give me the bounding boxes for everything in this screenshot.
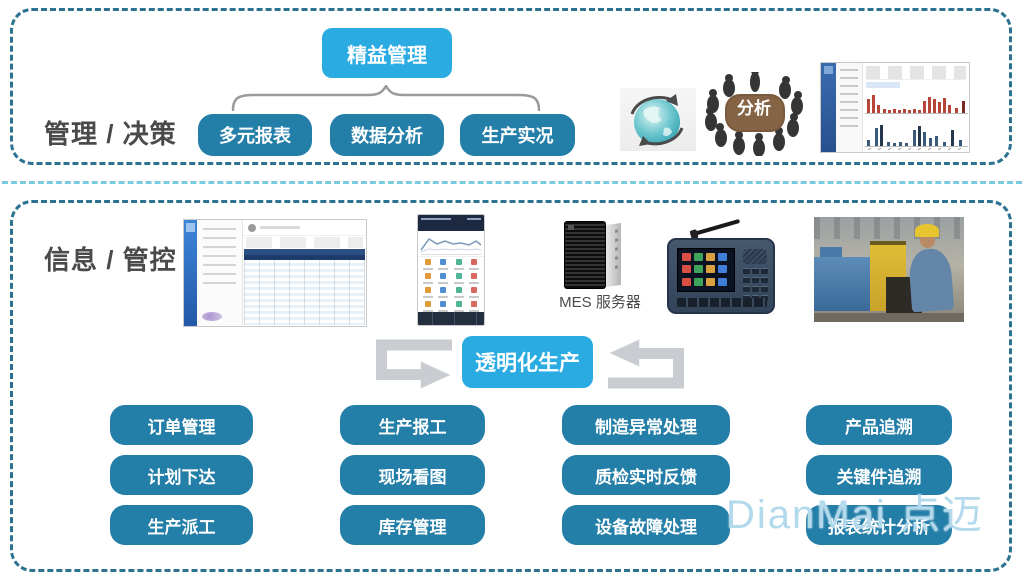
brace-connector: [231, 85, 541, 111]
mobile-app-icon-grid: [418, 257, 484, 315]
node-data-analysis: 数据分析: [330, 114, 444, 156]
terminal-antenna: [692, 218, 741, 236]
flow-arrow-left: [376, 339, 452, 389]
mes-desktop-software-screenshot: [183, 219, 367, 327]
shopfloor-terminal-image: [666, 216, 776, 316]
feature-report-statistics: 报表统计分析: [806, 505, 952, 545]
dashboard-sidebar: [821, 63, 836, 152]
dashboard-bar-chart-blue: [865, 125, 968, 151]
dashboard-nav-panel: [836, 63, 863, 152]
terminal-screen: [677, 248, 735, 292]
analysis-badge-label: 分析: [737, 99, 771, 118]
dashboard-content: [863, 63, 969, 152]
lean-management-node: 精益管理: [322, 28, 452, 78]
transparent-production-node: 透明化生产: [462, 336, 593, 388]
people-figures: [705, 72, 803, 156]
feature-production-dispatch: 生产派工: [110, 505, 253, 545]
terminal-function-keys: [677, 298, 767, 307]
feature-product-trace: 产品追溯: [806, 405, 952, 445]
mes-server-image: [558, 219, 628, 291]
feature-inventory-management: 库存管理: [340, 505, 485, 545]
flow-arrow-right: [608, 339, 684, 389]
section-label-management-decision: 管理 / 决策: [44, 119, 177, 149]
feature-column-trace: 产品追溯 关键件追溯 报表统计分析: [806, 405, 952, 545]
globe-image: [620, 88, 696, 151]
server-caption: MES 服务器: [559, 294, 641, 311]
feature-production-report: 生产报工: [340, 405, 485, 445]
feature-column-quality: 制造异常处理 质检实时反馈 设备故障处理: [562, 405, 730, 545]
node-production-live: 生产实况: [460, 114, 575, 156]
terminal-speaker: [743, 249, 767, 264]
feature-equipment-fault: 设备故障处理: [562, 505, 730, 545]
mobile-app-line-chart: [418, 231, 484, 257]
section-label-information-control: 信息 / 管控: [44, 245, 177, 275]
report-dashboard-screenshot: [820, 62, 970, 153]
terminal-keypad: [743, 268, 769, 302]
information-control-section-frame: [10, 200, 1012, 572]
feature-key-part-trace: 关键件追溯: [806, 455, 952, 495]
terminal-body: [667, 238, 775, 314]
factory-floor-photo: [814, 217, 964, 322]
mobile-app-header: [418, 215, 484, 231]
feature-column-order: 订单管理 计划下达 生产派工: [110, 405, 253, 545]
section-divider-line: [2, 181, 1022, 184]
mobile-app-screenshot: [417, 214, 485, 326]
desktop-app-menu: [197, 220, 243, 326]
management-decision-section-frame: [10, 8, 1012, 165]
desktop-app-logo: [202, 312, 222, 321]
hard-hat: [915, 224, 939, 237]
analysis-meeting-image: 分析: [703, 72, 805, 156]
feature-onsite-drawings: 现场看图: [340, 455, 485, 495]
feature-column-production: 生产报工 现场看图 库存管理: [340, 405, 485, 545]
feature-plan-release: 计划下达: [110, 455, 253, 495]
desktop-app-table: [243, 220, 366, 326]
dashboard-bar-chart-red: [865, 95, 968, 114]
feature-exception-handling: 制造异常处理: [562, 405, 730, 445]
desktop-app-sidebar: [184, 220, 197, 326]
mobile-app-bottom-nav: [418, 312, 484, 325]
node-multi-reports: 多元报表: [198, 114, 312, 156]
worker-figure: [907, 247, 955, 313]
feature-order-management: 订单管理: [110, 405, 253, 445]
feature-quality-feedback: 质检实时反馈: [562, 455, 730, 495]
